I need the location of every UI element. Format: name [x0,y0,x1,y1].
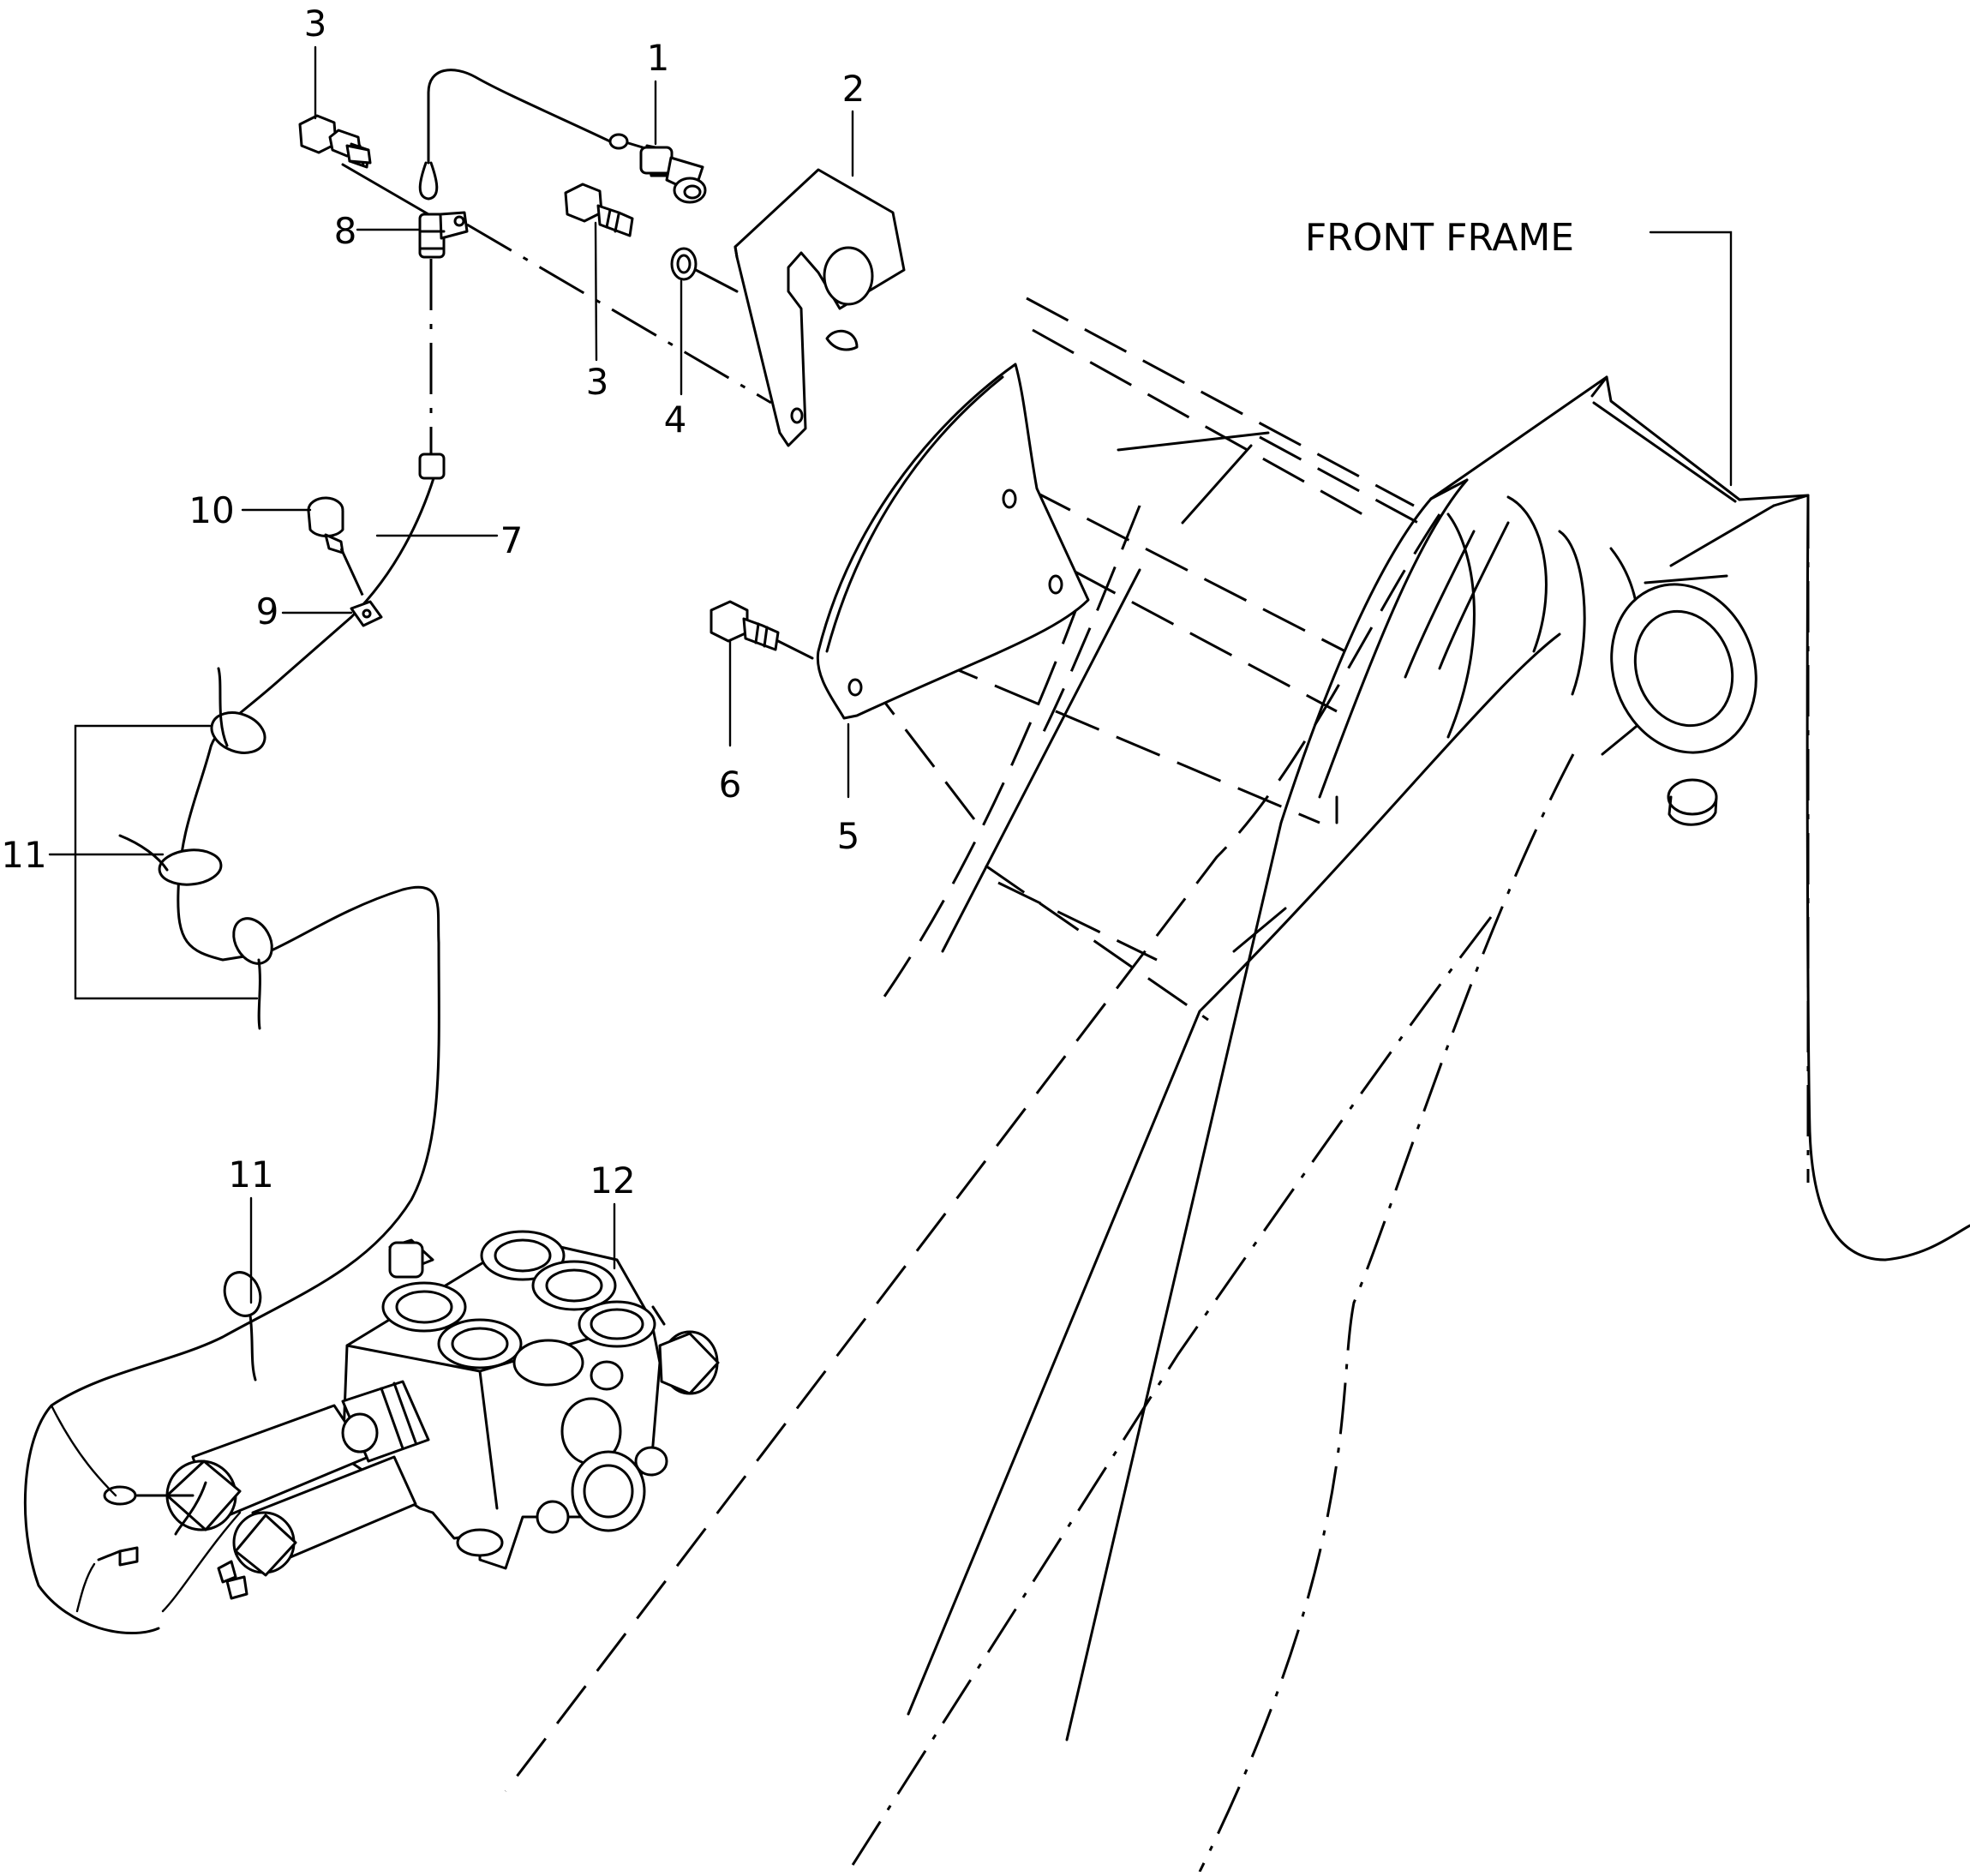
callout-leaders [241,45,854,1304]
callout-10: 10 [189,489,234,531]
callout-11-bracket [48,724,259,1000]
part-7-harness [23,69,612,1634]
part-6-bolt [710,600,814,747]
callout-9: 9 [256,590,279,632]
part-3-bolt-b [564,183,634,362]
callout-11a: 11 [1,834,46,876]
front-frame-leader [1649,231,1733,487]
callout-labels: 1 2 3 3 4 5 6 7 8 9 10 11 11 12 FRONT FR… [1,3,1574,1202]
part-4-washer [670,247,739,396]
callout-5: 5 [837,815,860,857]
callout-2: 2 [842,68,865,110]
callout-12: 12 [590,1160,635,1202]
part-9-clip [350,600,383,627]
callout-1: 1 [647,37,670,79]
callout-8: 8 [334,210,357,252]
callout-11b: 11 [228,1154,273,1196]
callout-3a: 3 [304,3,327,45]
part-3-bolt-a [298,114,772,405]
callout-3b: 3 [586,361,609,403]
part-2-bracket [734,168,906,447]
part-8-clip [418,211,469,480]
frame-phantom-lines [504,297,1810,1873]
front-frame-label: FRONT FRAME [1305,216,1574,260]
part-5-plate [816,363,1090,720]
callout-4: 4 [664,399,687,441]
callout-7: 7 [500,519,524,561]
part-10-bolt [307,496,368,605]
callout-6: 6 [719,764,742,806]
part-12-valve [97,1230,720,1600]
part-11-cable-ties [118,667,273,1382]
front-frame [907,375,1970,1741]
part-1-switch [608,133,707,204]
